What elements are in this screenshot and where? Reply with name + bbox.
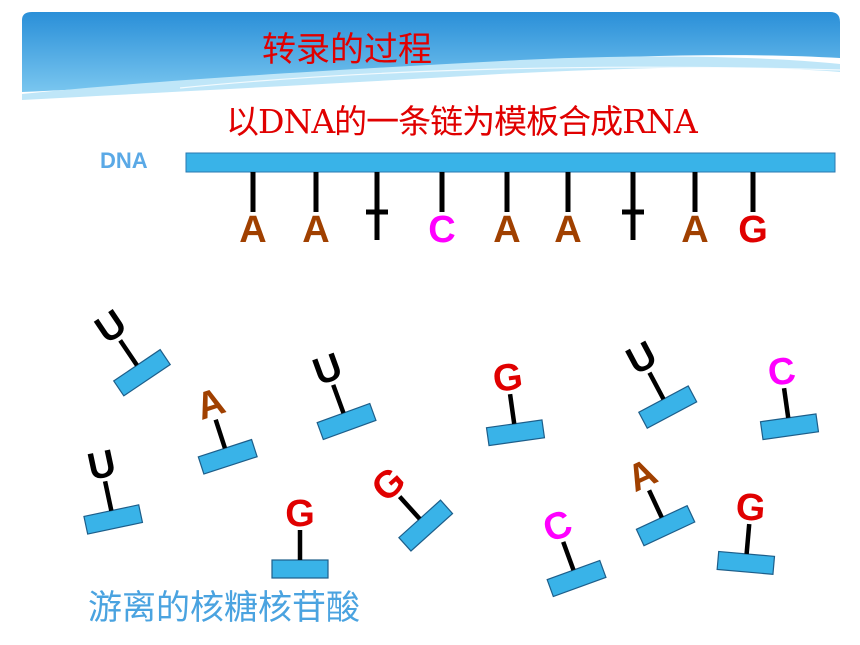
dna-base-9: G	[738, 172, 768, 251]
free-nucleotide-9: G	[271, 493, 329, 579]
dna-base-6: A	[554, 172, 582, 251]
dna-base-letter: G	[738, 209, 768, 251]
ribose-phosphate	[546, 559, 607, 598]
free-nucleotide-6: C	[759, 350, 820, 441]
nucleotide-base-letter: A	[191, 380, 230, 428]
nucleotide-base-letter: U	[84, 442, 120, 489]
dna-strand	[185, 152, 836, 173]
free-nucleotide-12: G	[716, 486, 776, 575]
page-title: 转录的过程	[262, 30, 432, 70]
ribose-phosphate	[637, 385, 698, 429]
free-nucleotide-10: C	[538, 502, 607, 598]
dna-label: DNA	[100, 148, 148, 173]
free-nucleotide-4: G	[485, 355, 546, 447]
nucleotide-base-letter: U	[88, 302, 134, 352]
free-nucleotide-3: U	[308, 345, 377, 441]
dna-bases: AATCAATAG	[239, 172, 768, 251]
nucleotide-base-letter: U	[620, 334, 664, 384]
nucleotide-base-letter: C	[538, 502, 578, 551]
dna-base-4: C	[428, 172, 456, 251]
ribose-phosphate	[197, 438, 258, 475]
dna-base-7: T	[622, 172, 644, 240]
free-nucleotides-caption: 游离的核糖核苷酸	[88, 588, 360, 628]
dna-base-letter: C	[428, 209, 455, 251]
ribose-phosphate	[485, 419, 546, 447]
dna-base-letter: A	[681, 209, 708, 251]
nucleotide-base-letter: G	[734, 486, 767, 530]
dna-base-letter: A	[302, 209, 329, 251]
nucleotide-base-letter: U	[308, 345, 348, 394]
dna-base-3: T	[366, 172, 388, 240]
ribose-phosphate	[271, 559, 329, 579]
free-nucleotide-7: U	[83, 442, 144, 535]
ribose-phosphate	[316, 402, 377, 441]
subtitle: 以DNA的一条链为模板合成RNA	[226, 102, 698, 141]
dna-base-letter: A	[493, 209, 520, 251]
dna-base-letter: A	[554, 209, 581, 251]
free-nucleotide-8: G	[364, 459, 454, 552]
free-nucleotide-5: U	[620, 334, 698, 429]
dna-base-letter: A	[239, 209, 266, 251]
dna-base-8: A	[681, 172, 709, 251]
ribose-phosphate	[112, 348, 172, 397]
ribose-phosphate	[716, 550, 776, 575]
nucleotide-base-letter: C	[765, 350, 798, 395]
free-nucleotide-1: U	[88, 302, 172, 397]
dna-base-1: A	[239, 172, 267, 251]
ribose-phosphate	[759, 413, 820, 441]
free-nucleotide-2: A	[191, 380, 258, 475]
ribose-phosphate	[635, 504, 696, 547]
nucleotide-base-letter: A	[621, 451, 664, 501]
nucleotide-base-letter: G	[285, 493, 315, 535]
dna-base-2: A	[302, 172, 330, 251]
header-banner	[22, 12, 841, 100]
nucleotide-base-letter: G	[490, 355, 525, 401]
dna-base-5: A	[493, 172, 521, 251]
free-nucleotide-11: A	[621, 451, 696, 547]
